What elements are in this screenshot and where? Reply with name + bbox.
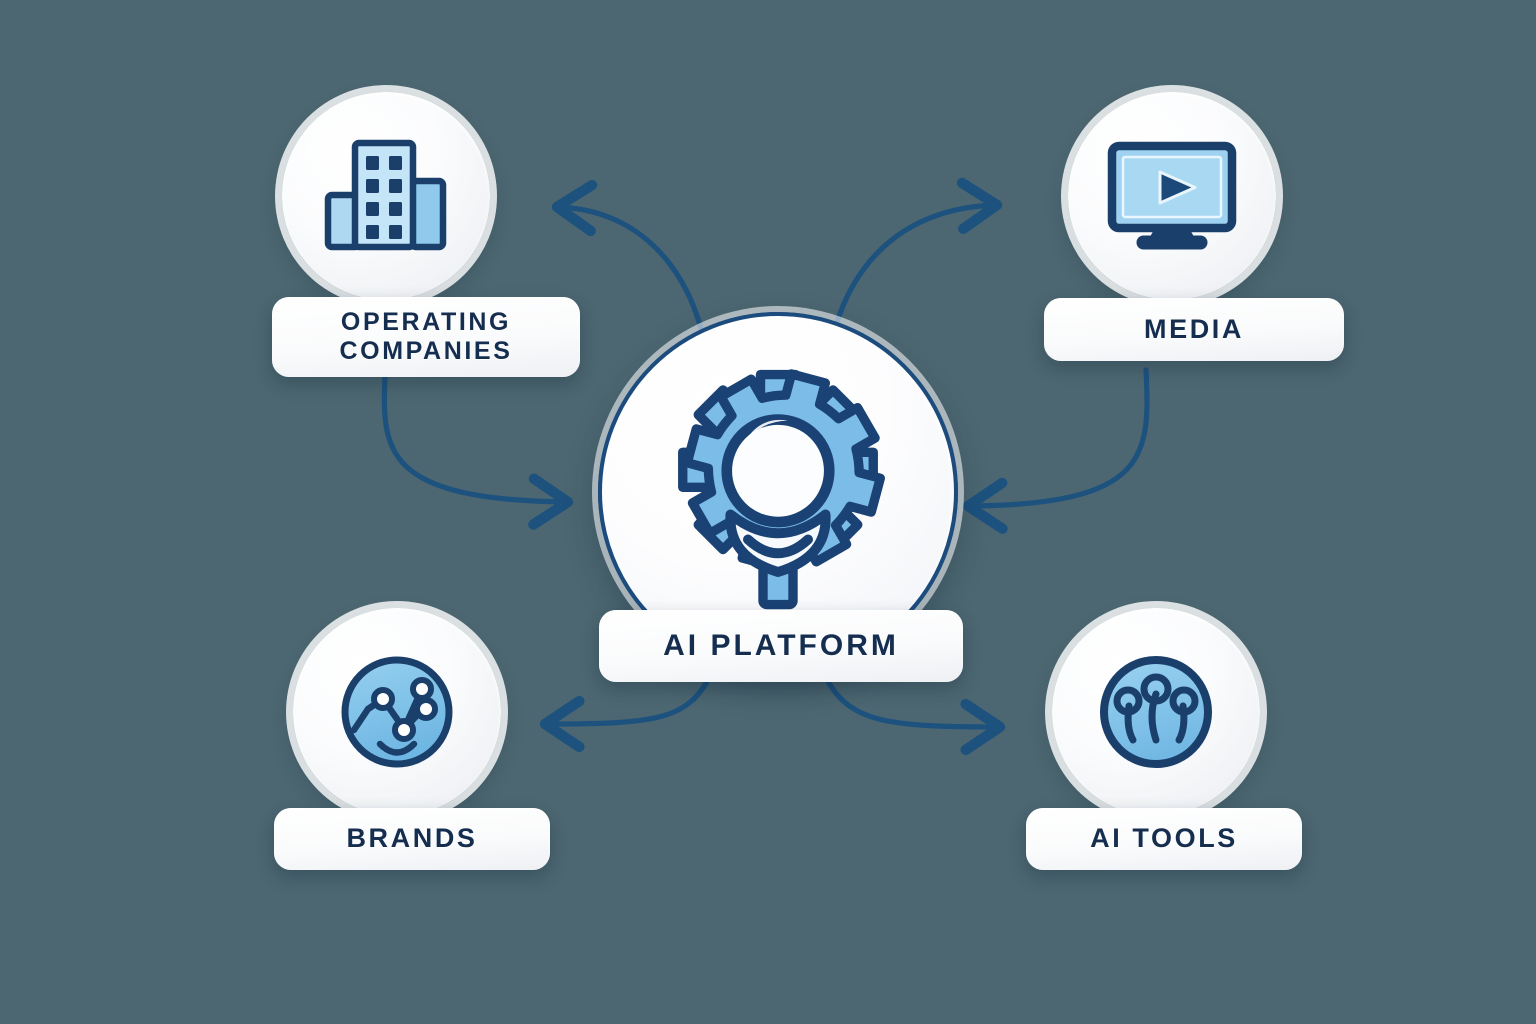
node-operating-companies[interactable]: OPERATING COMPANIES — [272, 92, 580, 382]
brands-disc — [293, 608, 501, 816]
node-media[interactable]: MEDIA — [1030, 92, 1344, 372]
media-label: MEDIA — [1144, 313, 1244, 344]
ai-tools-label: AI TOOLS — [1090, 823, 1238, 854]
gear-robot-head-icon — [678, 369, 885, 610]
operating-companies-label-chip[interactable]: OPERATING COMPANIES — [272, 297, 580, 377]
ai-tools-label-chip[interactable]: AI TOOLS — [1026, 808, 1302, 870]
brands-label: BRANDS — [346, 823, 478, 854]
node-brands[interactable]: BRANDS — [268, 608, 558, 880]
arrow-media-to-center — [962, 367, 1150, 534]
office-building-icon — [324, 139, 447, 251]
media-label-chip[interactable]: MEDIA — [1044, 298, 1344, 361]
ai-platform-label-chip[interactable]: AI PLATFORM — [599, 610, 963, 682]
ai-platform-label: AI PLATFORM — [663, 628, 899, 662]
monitor-play-icon — [1107, 141, 1237, 250]
node-ai-platform[interactable]: AI PLATFORM — [592, 312, 972, 684]
media-disc — [1068, 92, 1276, 300]
operating-companies-label: OPERATING COMPANIES — [339, 308, 513, 365]
ai-tools-disc — [1052, 608, 1260, 816]
circuit-nodes-icon — [1100, 656, 1212, 768]
operating-companies-disc — [282, 92, 490, 300]
arrow-operating-companies-to-center — [381, 372, 574, 530]
brands-label-chip[interactable]: BRANDS — [274, 808, 550, 870]
node-ai-tools[interactable]: AI TOOLS — [1022, 608, 1310, 880]
network-graph-globe-icon — [341, 656, 453, 768]
